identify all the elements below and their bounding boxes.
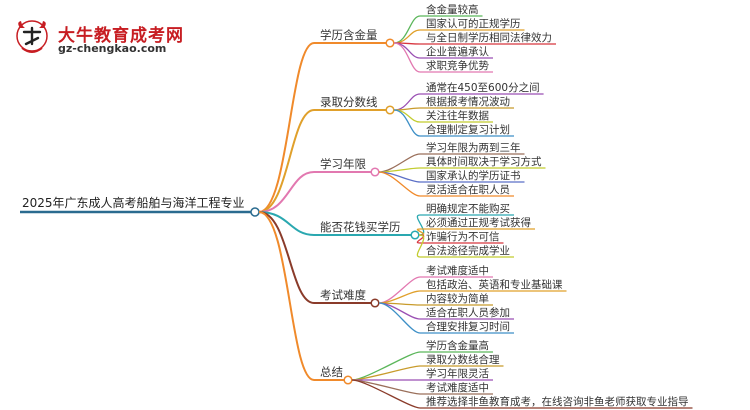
leaf-label: 录取分数线合理	[426, 353, 500, 366]
leaf-connector	[393, 42, 421, 73]
leaf-label: 必须通过正规考试获得	[426, 216, 531, 229]
leaf-label: 含金量较高	[426, 3, 479, 16]
root-node-label: 2025年广东成人高考船舶与海洋工程专业	[22, 195, 245, 210]
leaf-label: 学习年限灵活	[426, 367, 489, 380]
leaf-connector	[393, 15, 421, 44]
branch-connector-dot[interactable]	[343, 375, 353, 385]
leaf-label: 考试难度适中	[426, 264, 489, 277]
leaf-connector	[378, 153, 421, 173]
leaf-label: 包括政治、英语和专业基础课	[426, 278, 563, 291]
branch-connector-dot[interactable]	[370, 167, 380, 177]
branch-connector-dot[interactable]	[410, 230, 420, 240]
leaf-connector	[378, 167, 421, 173]
leaf-connector	[378, 276, 421, 304]
root-connector-dot[interactable]	[250, 207, 260, 217]
leaf-label: 与全日制学历相同法律效力	[426, 31, 552, 44]
leaf-label: 明确规定不能购买	[426, 202, 510, 215]
leaf-label: 诈骗行为不可信	[426, 230, 500, 243]
branch-3[interactable]: 学习年限 学习年限为两到三年具体时间取决于学习方式国家承认的学历证书灵活适合在职人…	[258, 141, 546, 213]
branch-connector	[258, 211, 315, 381]
branch-connector	[258, 109, 315, 213]
leaf-label: 合理安排复习时间	[426, 320, 510, 333]
leaf-label: 具体时间取决于学习方式	[426, 155, 542, 168]
branch-connector	[258, 211, 315, 304]
branch-label: 录取分数线	[320, 95, 378, 109]
branch-connector	[258, 42, 315, 213]
branch-1[interactable]: 学历含金量 含金量较高国家认可的正规学历与全日制学历相同法律效力企业普遍承认求职竞…	[258, 3, 556, 213]
leaf-connector	[378, 171, 421, 197]
branch-connector-dot[interactable]	[385, 105, 395, 115]
leaf-label: 学历含金量高	[426, 339, 489, 352]
leaf-label: 合法途径完成学业	[426, 244, 510, 257]
leaf-label: 通常在450至600分之间	[426, 81, 540, 94]
branch-5[interactable]: 考试难度 考试难度适中包括政治、英语和专业基础课内容较为简单适合在职人员参加合理安…	[258, 211, 567, 334]
branch-connector-dot[interactable]	[370, 298, 380, 308]
leaf-label: 求职竞争优势	[426, 59, 489, 72]
leaf-connector	[393, 109, 421, 137]
leaf-label: 推荐选择非鱼教育成考，在线咨询非鱼老师获取专业指导	[426, 395, 689, 408]
leaf-label: 学习年限为两到三年	[426, 141, 521, 154]
bull-mascot-icon	[16, 20, 48, 53]
branch-label: 学历含金量	[320, 28, 378, 42]
branch-label: 考试难度	[320, 288, 366, 302]
leaf-label: 灵活适合在职人员	[426, 183, 510, 196]
branch-6[interactable]: 总结学历含金量高录取分数线合理学习年限灵活考试难度适中推荐选择非鱼教育成考，在线…	[258, 211, 693, 409]
leaf-label: 考试难度适中	[426, 381, 489, 394]
logo-url: gz-chengkao.com	[58, 42, 167, 55]
branch-connector-dot[interactable]	[385, 38, 395, 48]
branch-label: 能否花钱买学历	[320, 220, 401, 234]
leaf-label: 国家认可的正规学历	[426, 17, 521, 30]
leaf-connector	[351, 351, 421, 381]
leaf-label: 企业普遍承认	[426, 45, 489, 58]
branch-connector	[258, 211, 315, 236]
leaf-label: 根据报考情况波动	[426, 95, 510, 108]
leaf-connector	[378, 302, 421, 334]
logo-title: 大牛教育成考网	[58, 26, 184, 46]
leaf-label: 关注往年数据	[426, 109, 489, 122]
branch-connector	[258, 171, 315, 213]
branch-label: 总结	[320, 365, 343, 379]
leaf-label: 适合在职人员参加	[426, 306, 510, 319]
branch-label: 学习年限	[320, 157, 366, 171]
leaf-label: 内容较为简单	[426, 292, 489, 305]
leaf-label: 合理制定复习计划	[426, 123, 510, 136]
site-logo[interactable]: 大牛教育成考网 gz-chengkao.com	[12, 18, 187, 55]
leaf-connector	[416, 234, 425, 258]
leaf-connector	[351, 379, 421, 409]
leaf-label: 国家承认的学历证书	[426, 169, 521, 182]
